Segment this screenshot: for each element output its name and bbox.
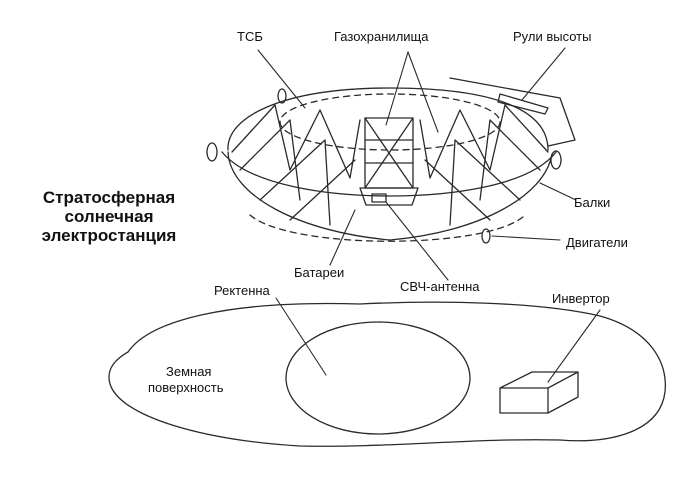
label-rectenna: Ректенна [214, 283, 270, 298]
label-earth-surface-2: поверхность [148, 380, 224, 395]
label-microwave-antenna: СВЧ-антенна [400, 279, 480, 294]
leader-rectenna [275, 297, 327, 376]
label-elevators: Рули высоты [513, 29, 592, 44]
station-upper-rim [221, 151, 557, 197]
leader-antenna [385, 201, 449, 281]
label-gas-storage: Газохранилища [334, 29, 429, 44]
engine-bottom-right [481, 228, 491, 244]
truss-right [419, 104, 549, 226]
truss-left [231, 104, 361, 226]
leader-lines [257, 47, 601, 383]
leader-inverter [547, 309, 601, 383]
elevator-fin [449, 77, 576, 147]
title-line-3: электростанция [41, 226, 177, 245]
title-line-2: солнечная [64, 207, 154, 226]
label-inverter: Инвертор [552, 291, 610, 306]
engine-bottom-left [277, 88, 287, 104]
label-tsb: ТСБ [237, 29, 263, 44]
engine-right [550, 150, 562, 170]
ground [108, 301, 666, 447]
label-engines: Двигатели [566, 235, 628, 250]
diagram-title: Стратосферная солнечная электростанция [14, 188, 204, 245]
station-top-shell [227, 87, 549, 151]
gas-storage-outline [279, 93, 501, 151]
leader-beams [539, 182, 577, 201]
leader-gas-2 [407, 51, 439, 133]
central-base [359, 187, 419, 206]
station-lower-ring [249, 214, 526, 242]
station-airship [206, 77, 576, 244]
engine-left [206, 142, 218, 162]
inverter-box [499, 371, 579, 414]
label-earth-surface-1: Земная [166, 364, 212, 379]
leader-batteries [329, 209, 356, 266]
microwave-antenna-body [371, 193, 387, 203]
earth-surface-outline [108, 301, 666, 447]
title-line-1: Стратосферная [42, 188, 176, 207]
leader-gas-1 [385, 51, 409, 126]
station-lower-hull [227, 151, 553, 241]
central-column-truss [364, 117, 414, 189]
label-batteries: Батареи [294, 265, 345, 280]
leader-elevators [521, 47, 566, 101]
label-beams: Балки [574, 195, 611, 210]
rectenna-ellipse [285, 321, 471, 435]
leader-tsb [257, 49, 306, 109]
leader-engines [491, 235, 561, 241]
